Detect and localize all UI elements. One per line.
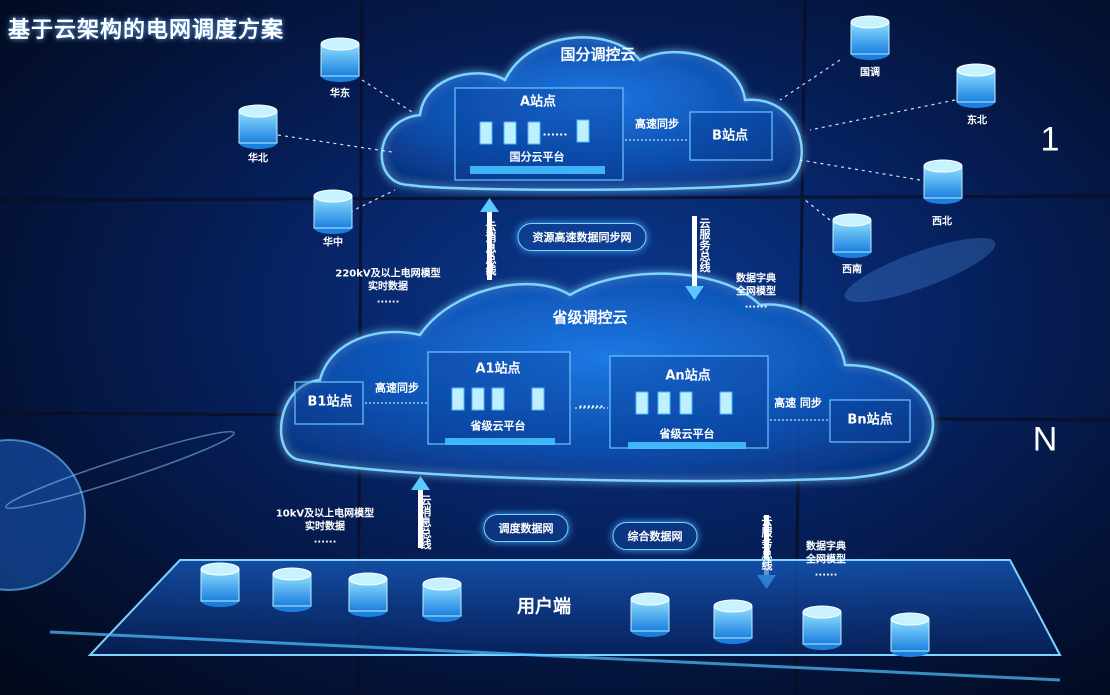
prov-site-bn-box	[829, 399, 911, 443]
mid-left-note-line-2: 实时数据	[367, 281, 408, 293]
wall-number-n: N	[1032, 420, 1058, 459]
galaxy-decoration	[844, 237, 996, 303]
user-db-3	[348, 572, 388, 617]
bottom-left-note-line-1: 10kV及以上电网模型	[275, 508, 375, 520]
user-db-7	[802, 605, 842, 650]
top-site-b-label: B站点	[712, 128, 748, 144]
region-db-huadong	[320, 37, 360, 82]
bottom-right-bus-label: 云服务总线	[760, 515, 773, 571]
mid-right-bus-label: 云服务总线	[698, 217, 711, 273]
region-db-xibei	[923, 159, 963, 204]
top-sync-label: 高速同步	[635, 117, 679, 131]
prov-cloud-name: 省级调控云	[552, 308, 628, 327]
user-db-5	[630, 592, 670, 637]
mid-left-note-line-3: ......	[376, 294, 400, 306]
top-dots: ......	[542, 125, 568, 139]
mid-right-note: 数据字典 全网模型 ......	[736, 273, 776, 312]
sync-connectors	[365, 139, 830, 421]
bottom-right-note-line-2: 全网模型	[806, 554, 846, 566]
prov-site-bn-label: Bn站点	[847, 412, 893, 428]
prov-sync-right-label: 高速 同步	[774, 396, 822, 410]
bus-arrows	[411, 198, 776, 589]
region-db-huazhong	[313, 189, 353, 234]
mid-left-note-line-1: 220kV及以上电网模型	[335, 268, 441, 280]
mid-right-note-line-3: ......	[744, 299, 768, 311]
prov-platform-2-label: 省级云平台	[659, 427, 715, 441]
planet-decoration	[0, 430, 235, 591]
mid-right-note-line-1: 数据字典	[736, 273, 776, 285]
region-label-huabei: 华北	[248, 153, 268, 165]
user-db-6	[713, 599, 753, 644]
top-cloud-name: 国分调控云	[560, 45, 636, 64]
region-label-dongbei: 东北	[967, 115, 987, 127]
prov-site-b1-box	[294, 381, 364, 425]
prov-site-b1-label: B1站点	[307, 394, 353, 410]
prov-site-an-label: An站点	[665, 368, 711, 384]
bottom-dispatch-network-pill: 调度数据网	[483, 514, 569, 542]
bottom-right-note-line-1: 数据字典	[806, 541, 846, 553]
prov-platform-bar-2	[628, 442, 746, 449]
mid-right-note-line-2: 全网模型	[736, 286, 776, 298]
database-icons	[200, 15, 996, 657]
user-db-4	[422, 577, 462, 622]
top-site-a-label: A站点	[519, 94, 557, 110]
region-db-huabei	[238, 104, 278, 149]
page-title: 基于云架构的电网调度方案	[8, 18, 285, 43]
wall-number-1: 1	[1040, 120, 1060, 159]
mid-sync-network-pill: 资源高速数据同步网	[517, 223, 647, 251]
mid-left-note: 220kV及以上电网模型 实时数据 ......	[335, 268, 440, 307]
region-label-huadong: 华东	[330, 88, 350, 100]
bottom-integrated-network-pill: 综合数据网	[612, 522, 698, 550]
prov-server-icons	[451, 387, 733, 415]
prov-cloud-shape	[279, 272, 935, 483]
top-server-icons	[479, 119, 590, 145]
prov-site-a1-label: A1站点	[475, 361, 521, 377]
region-label-xinan: 西南	[842, 264, 862, 276]
user-platform-glow	[49, 630, 1061, 682]
top-site-b-box	[689, 111, 773, 161]
bottom-left-note-line-2: 实时数据	[305, 521, 345, 533]
user-db-1	[200, 562, 240, 607]
bottom-right-note: 数据字典 全网模型 ......	[806, 541, 846, 580]
prov-platform-bar-1	[445, 438, 555, 445]
user-db-2	[272, 567, 312, 612]
user-db-8	[890, 612, 930, 657]
mid-left-bus-label: 云消息总线	[484, 220, 497, 276]
region-label-guodiao: 国调	[860, 67, 880, 79]
bottom-left-note: 10kV及以上电网模型 实时数据 ......	[276, 508, 374, 547]
region-db-xinan	[832, 213, 872, 258]
prov-platform-1-label: 省级云平台	[470, 419, 526, 433]
bottom-left-note-line-3: ......	[313, 534, 337, 546]
top-platform-label: 国分云平台	[509, 150, 565, 164]
top-cloud-shape	[380, 36, 803, 191]
prov-sync-left-label: 高速同步	[375, 381, 419, 395]
prov-dots: ......	[578, 397, 604, 411]
user-platform-label: 用户端	[517, 596, 571, 618]
bottom-left-bus-label: 云消息总线	[419, 494, 432, 550]
region-db-guodiao	[850, 15, 890, 60]
bottom-right-note-line-3: ......	[814, 567, 838, 579]
region-db-dongbei	[956, 63, 996, 108]
region-links	[277, 59, 956, 221]
top-platform-bar	[470, 166, 605, 174]
region-label-xibei: 西北	[932, 216, 952, 228]
region-label-huazhong: 华中	[323, 237, 343, 249]
